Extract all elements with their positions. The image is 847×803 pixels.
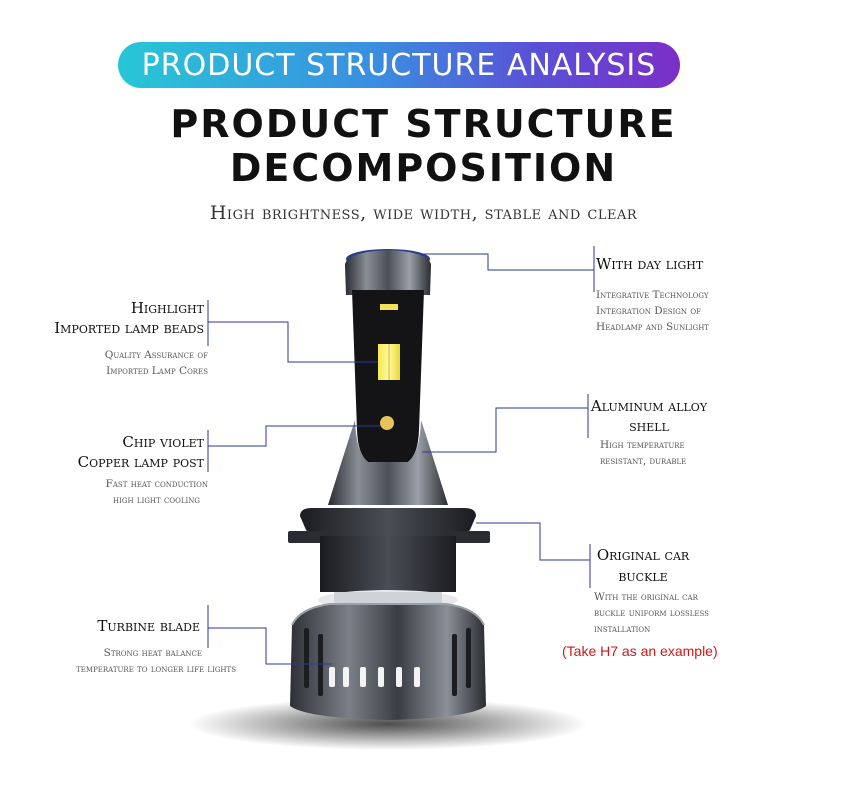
turbine-vents: [329, 667, 420, 687]
bottom-led-dot: [380, 416, 394, 430]
callout-chip-title-2: Copper lamp post: [77, 453, 204, 471]
buckle-tab-right: [446, 531, 490, 543]
callout-aluminum-desc-2: resistant, durable: [600, 455, 687, 467]
section-banner: PRODUCT STRUCTURE ANALYSIS: [118, 42, 680, 88]
leader-lines: [207, 246, 595, 665]
callout-turbine-title: Turbine blade: [97, 617, 200, 635]
callout-aluminum-title-2: shell: [629, 417, 669, 435]
page-subtitle: High brightness, wide width, stable and …: [209, 202, 638, 224]
callout-lamp-beads-desc-1: Quality Assurance of: [104, 349, 208, 361]
aluminum-shell: [328, 420, 448, 505]
callout-buckle-title-2: buckle: [618, 567, 668, 585]
callout-chip-title-1: Chip violet: [122, 433, 204, 451]
callout-day-light-desc-3: Headlamp and Sunlight: [596, 321, 709, 333]
callout-lamp-beads-title-2: Imported lamp beads: [54, 319, 204, 337]
callout-buckle-title-1: Original car: [596, 546, 690, 564]
car-buckle: [300, 508, 476, 536]
callout-turbine-desc-1: Strong heat balance: [103, 647, 202, 659]
callout-aluminum-title-1: Aluminum alloy: [590, 397, 708, 415]
callout-lamp-beads-title-1: Highlight: [130, 299, 204, 317]
turbine-base: [290, 604, 486, 720]
page-title-line2: DECOMPOSITION: [229, 146, 618, 190]
callout-day-light-desc-1: Integrative Technology: [596, 289, 709, 301]
callout-aluminum-desc-1: High temperature: [600, 439, 685, 451]
callout-day-light-title: With day light: [596, 255, 704, 273]
example-note: (Take H7 as an example): [562, 643, 718, 659]
callout-lamp-beads-desc-2: Imported Lamp Cores: [106, 365, 208, 377]
callout-day-light-desc-2: Integration Design of: [596, 305, 701, 317]
callout-buckle-desc-2: buckle uniform lossless: [594, 607, 709, 619]
callout-turbine-desc-2: temperature to longer life lights: [76, 663, 236, 675]
callout-chip-desc-1: Fast heat conduction: [105, 478, 208, 490]
page-title-line1: PRODUCT STRUCTURE: [170, 102, 677, 146]
turbine-fins: [304, 628, 471, 696]
callout-buckle-desc-1: With the original car: [594, 591, 698, 603]
buckle-body: [320, 536, 456, 592]
buckle-tab-left: [288, 531, 328, 543]
top-led-chip: [380, 304, 398, 310]
floor-shadow: [188, 698, 588, 750]
callout-chip-desc-2: high light cooling: [113, 494, 200, 506]
banner-text: PRODUCT STRUCTURE ANALYSIS: [141, 47, 657, 83]
bulb-top-shell: [345, 250, 431, 295]
callout-buckle-desc-3: installation: [594, 623, 651, 635]
